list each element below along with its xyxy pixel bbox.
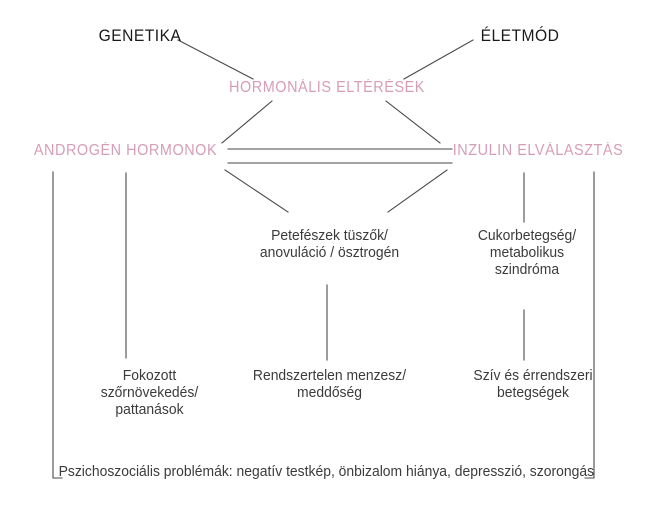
- edge-inzulin-to-petefeszek: [387, 169, 448, 213]
- node-pszichoszocialis-problemak: Pszichoszociális problémák: negatív test…: [58, 464, 595, 480]
- node-sziv-es-errendszeri-betegsegek: Szív és érrendszeri betegségek: [473, 368, 593, 402]
- bracket-right: [584, 171, 595, 479]
- bracket-left: [52, 171, 63, 479]
- node-inzulin-elvalasztas: INZULIN ELVÁLASZTÁS: [452, 142, 624, 159]
- edge-hormonalis-to-inzulin: [385, 100, 441, 144]
- node-petefeszek-tuszok: Petefészek tüszők/ anovuláció / ösztrogé…: [259, 228, 400, 262]
- node-eletmod: ÉLETMÓD: [480, 26, 560, 45]
- node-rendszertelen-menzesz: Rendszertelen menzesz/ meddőség: [252, 368, 407, 402]
- edge-androgen-to-petefeszek: [224, 169, 289, 213]
- node-androgen-hormonok: ANDROGÉN HORMONOK: [33, 142, 218, 159]
- node-cukorbetegseg-metabolikus-szindroma: Cukorbetegség/ metabolikus szindróma: [477, 228, 577, 279]
- node-fokozott-szornovekedes: Fokozott szőrnövekedés/ pattanások: [100, 368, 199, 419]
- node-genetika: GENETIKA: [98, 26, 182, 45]
- node-hormonalis-elteresek: HORMONÁLIS ELTÉRÉSEK: [229, 79, 425, 96]
- edge-hormonalis-to-androgen: [221, 100, 273, 144]
